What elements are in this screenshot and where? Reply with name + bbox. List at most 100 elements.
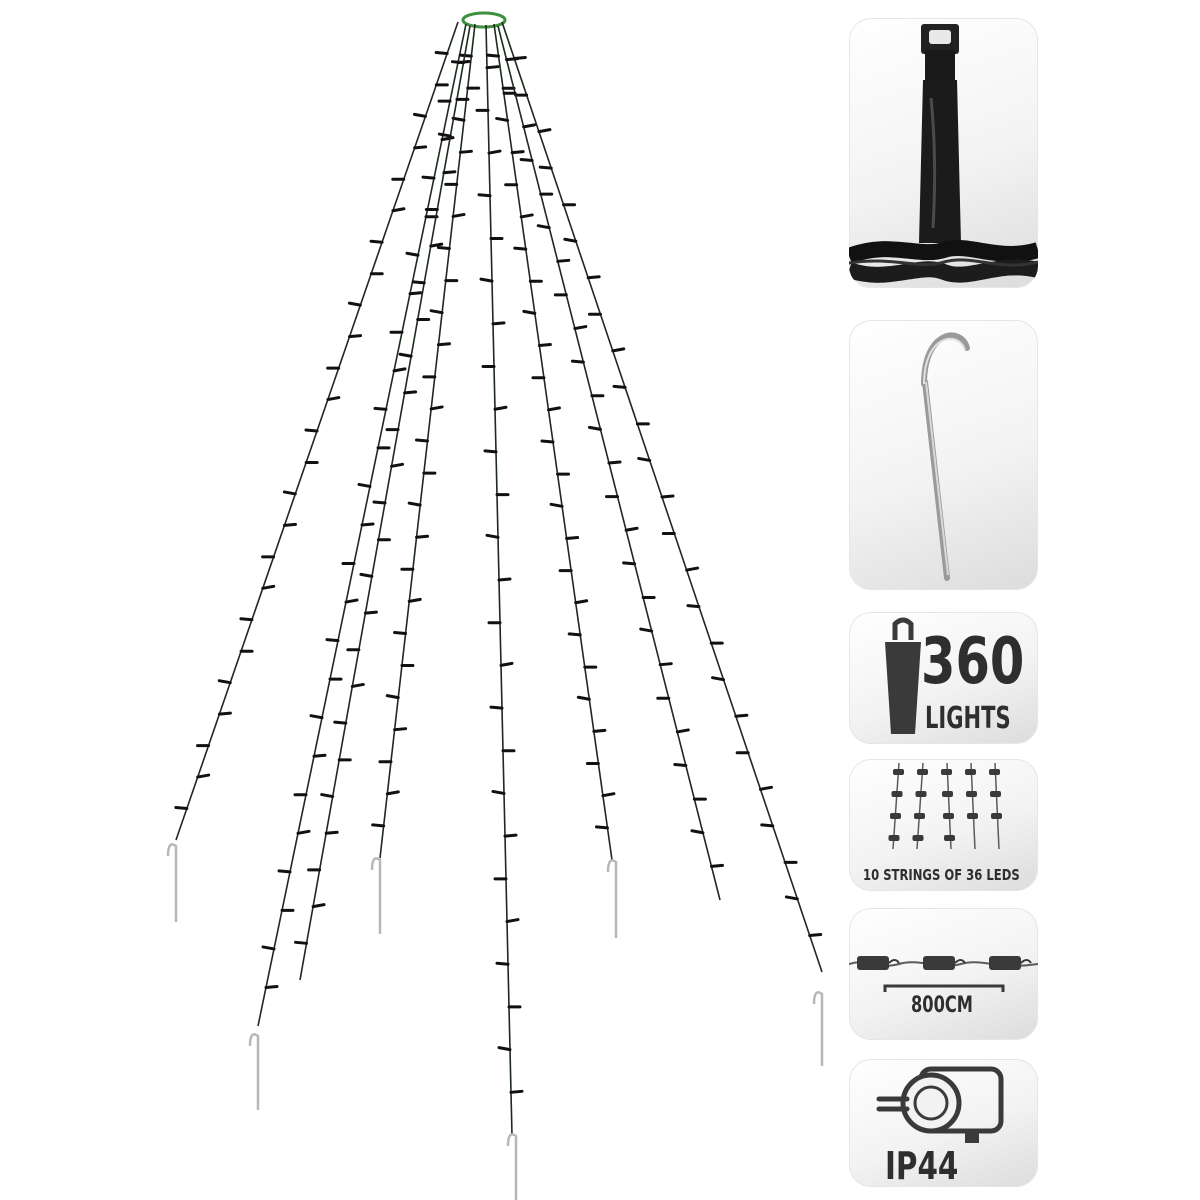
string-led — [967, 813, 978, 819]
string-led — [991, 813, 1002, 819]
led-bulb — [451, 116, 466, 122]
led-bulb — [393, 630, 408, 635]
led-bulb — [196, 773, 211, 779]
led-bulb — [537, 343, 552, 348]
led-bulb — [491, 789, 506, 795]
string-led — [888, 835, 900, 841]
ground-stake — [812, 991, 824, 1066]
led-bulb — [622, 561, 637, 566]
led-bulb — [304, 428, 319, 433]
led-bulb — [415, 534, 430, 539]
led-bulb — [347, 301, 362, 307]
led-bulb — [483, 449, 498, 454]
string-wire — [994, 762, 1000, 850]
led-bulb — [573, 325, 588, 331]
led-bulb — [509, 1089, 524, 1094]
led-bulb — [522, 309, 537, 315]
led-bulb — [487, 149, 502, 155]
led-bulb — [312, 753, 327, 758]
led-bulb — [587, 425, 602, 431]
led-bulb — [282, 490, 297, 496]
led-bulb — [413, 145, 428, 150]
led-bulb — [429, 405, 444, 411]
light-strands — [174, 21, 823, 1136]
led-bulb — [709, 863, 724, 868]
led-bulb — [390, 462, 405, 468]
led-bulb — [436, 342, 451, 347]
led-bulb — [594, 825, 609, 830]
led-bulb — [690, 829, 705, 835]
led-bulb — [495, 961, 510, 966]
string-led — [942, 791, 953, 797]
led-bulb — [510, 150, 525, 155]
led-bulb — [385, 790, 400, 796]
string-led — [893, 769, 904, 775]
led-bulb — [491, 321, 506, 326]
connector-detail-card — [849, 18, 1038, 288]
string-led — [891, 791, 903, 797]
led-bulb — [261, 945, 276, 951]
string-led — [941, 769, 952, 775]
string-wire — [916, 762, 924, 850]
led-bulb — [398, 352, 413, 358]
led-bulb — [513, 246, 528, 251]
string-led — [912, 835, 924, 841]
led-bulb — [363, 610, 378, 615]
led-bulb — [519, 213, 534, 219]
led-bulb — [217, 711, 232, 716]
led-bulb — [536, 224, 551, 230]
led-bulb — [497, 1046, 512, 1052]
led-bulb — [586, 275, 601, 280]
string-led — [890, 813, 901, 819]
led-bulb — [612, 384, 627, 389]
led-strings-icon — [888, 762, 1002, 850]
led-bulb — [264, 984, 279, 989]
string-led — [944, 835, 955, 841]
led-bulb — [808, 932, 823, 937]
led-bulb — [601, 792, 616, 798]
led-bulb — [493, 405, 508, 411]
led-bulb — [485, 533, 500, 539]
led-bulb — [658, 662, 673, 667]
led-bulb — [673, 763, 688, 768]
ground-stake-card — [849, 320, 1038, 590]
led-bulb — [505, 918, 520, 924]
led-bulb — [624, 526, 639, 532]
lights-count-card: 360 LIGHTS — [849, 612, 1038, 744]
led-bulb — [344, 598, 359, 604]
string-wire — [946, 762, 952, 850]
string-led — [917, 769, 928, 775]
light-tree-product-image — [166, 11, 824, 1200]
string-led — [914, 813, 925, 819]
led-bulb — [333, 720, 348, 725]
ground-stake — [370, 857, 382, 934]
led-bulb — [407, 597, 422, 603]
ground-stake — [506, 1133, 518, 1200]
led-bulb — [486, 53, 501, 58]
ip-rating-label: IP44 — [885, 1144, 959, 1187]
cable-connector-icon — [849, 24, 1038, 283]
led-bulb — [458, 149, 473, 154]
led-bulb — [412, 112, 427, 118]
led-bulb — [434, 50, 449, 55]
led-bulb — [429, 242, 444, 248]
led-bulb — [373, 406, 388, 411]
string-wire — [892, 762, 900, 850]
led-bulb — [357, 482, 372, 488]
led-bulb — [239, 617, 254, 622]
led-bulb — [549, 502, 564, 508]
led-bulb — [685, 566, 700, 572]
led-bulb — [371, 823, 386, 828]
string-led — [943, 813, 954, 819]
led-bulb — [499, 661, 514, 667]
led-bulb — [522, 123, 537, 129]
led-bulb — [320, 793, 335, 799]
led-bulb — [546, 406, 561, 412]
led-bulb — [348, 334, 363, 339]
led-bulb — [537, 128, 552, 134]
led-bulb — [458, 53, 473, 58]
led-bulb — [369, 239, 384, 244]
led-bulb — [477, 193, 492, 198]
led-bulb-icon — [885, 617, 921, 734]
led-bulb — [350, 682, 365, 688]
